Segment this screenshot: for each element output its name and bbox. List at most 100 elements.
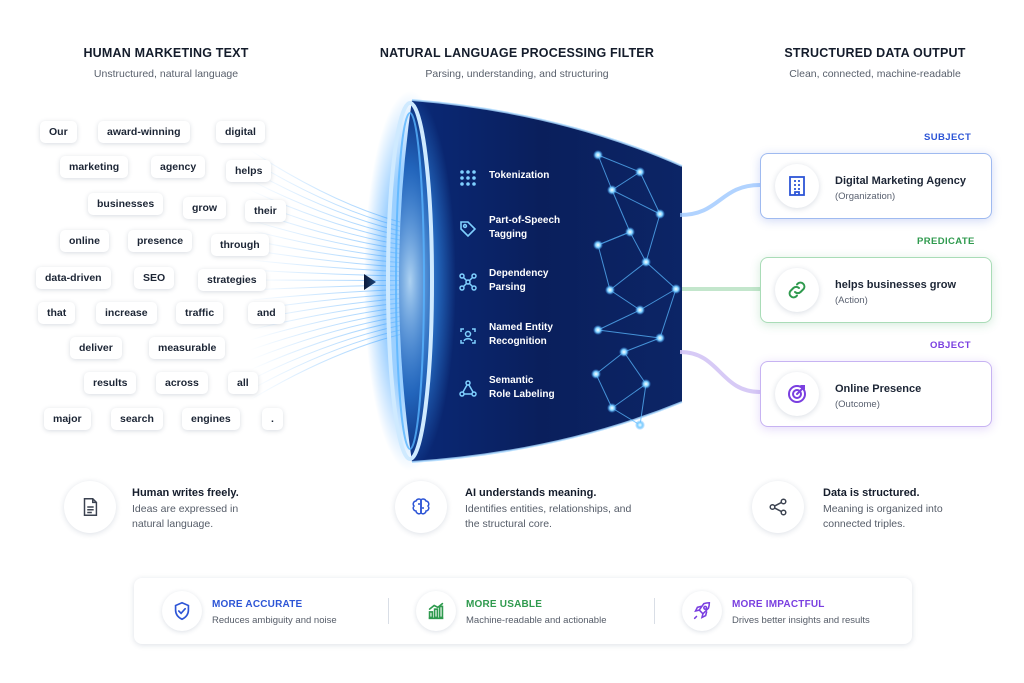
shield-check-icon [162,591,202,631]
network-node [607,185,617,195]
network-edge [639,383,647,426]
benefit-1-subtitle: Reduces ambiguity and noise [212,615,337,626]
word-chip: search [111,408,163,430]
network-node [671,284,681,294]
word-chip: SEO [134,267,175,289]
network-edge [611,383,647,409]
network-node [655,209,665,219]
object-card: Online Presence (Outcome) [760,361,992,427]
filter-step-label-line2: Tagging [489,229,528,240]
filter-step-label: Semantic [489,375,534,386]
network-node [619,347,629,357]
filter-step-label: Named Entity [489,322,553,333]
brain-icon [395,481,447,533]
network-edge [609,261,647,291]
network-nodes [591,150,681,430]
benefit-divider [388,598,389,624]
network-edge [597,154,613,191]
subject-role-label: SUBJECT [924,132,972,143]
word-chip: that [38,302,76,324]
filter-step-label-line2: Recognition [489,336,547,347]
explanation-1-text: Ideas are expressed in natural language. [132,503,239,530]
explanation-1-title: Human writes freely. [132,487,239,499]
network-edge [597,154,641,173]
benefit-3-title: MORE IMPACTFUL [732,599,825,610]
network-node [641,257,651,267]
network-icon [458,272,478,292]
explanation-2-text: Identifies entities, relationships, and … [465,503,632,530]
network-edge [611,189,631,233]
predicate-type: (Action) [835,295,868,306]
link-icon [775,268,819,312]
word-chip: through [211,234,269,256]
network-node [593,150,603,160]
word-chip: engines [182,408,240,430]
network-edge [659,288,677,339]
network-edge [597,231,631,246]
benefit-2-title: MORE USABLE [466,599,543,610]
filter-step-label-line2: Parsing [489,282,526,293]
network-edge [611,189,661,215]
filter-step-label: Part-of-Speech [489,215,561,226]
explanation-3-text: Meaning is organized into connected trip… [823,503,943,530]
network-edge [611,407,641,426]
network-edge [597,329,661,339]
funnel-mouth-ring [386,101,434,461]
word-chip: Our [40,121,77,143]
word-chip: strategies [198,269,266,291]
filter-step-label-line2: Role Labeling [489,389,555,400]
benefit-3-subtitle: Drives better insights and results [732,615,870,626]
network-edge [639,288,677,311]
right-column-subtitle: Clean, connected, machine-readable [789,68,961,80]
network-edge [645,261,677,290]
word-chip: measurable [149,337,226,359]
filter-step-label: Tokenization [489,170,550,181]
subject-type: (Organization) [835,191,896,202]
network-node [605,285,615,295]
subject-text: Digital Marketing Agency [835,175,967,187]
network-edges [595,154,677,426]
word-chip: data-driven [36,267,111,289]
network-edge [623,351,647,385]
right-column-title: STRUCTURED DATA OUTPUT [784,46,966,60]
predicate-text: helps businesses grow [835,279,957,291]
network-edge [623,337,661,353]
subject-card: Digital Marketing Agency (Organization) [760,153,992,219]
network-edge [595,351,625,375]
benefit-2-subtitle: Machine-readable and actionable [466,615,607,626]
document-icon [64,481,116,533]
word-chip: and [248,302,285,324]
left-column-subtitle: Unstructured, natural language [93,68,239,80]
word-chip: . [262,408,283,430]
share-nodes-icon [458,379,478,399]
word-chip: grow [183,197,227,219]
predicate-card: helps businesses grow (Action) [760,257,992,323]
word-chip: helps [226,160,272,182]
word-chip: results [84,372,137,394]
id-card-icon [458,326,478,346]
word-chip: agency [151,156,206,178]
word-chip: businesses [88,193,164,215]
word-chip: all [228,372,258,394]
word-chip: deliver [70,337,122,359]
word-chip: online [60,230,109,252]
word-chip: presence [128,230,193,252]
benefit-1-title: MORE ACCURATE [212,599,303,610]
network-node [591,369,601,379]
word-chip: digital [216,121,265,143]
network-node [625,227,635,237]
object-type: (Outcome) [835,399,880,410]
rocket-icon [682,591,722,631]
network-edge [645,213,661,263]
target-icon [775,372,819,416]
word-chip: award-winning [98,121,190,143]
middle-column-subtitle: Parsing, understanding, and structuring [425,68,609,80]
explanation-3-title: Data is structured. [823,487,920,499]
filter-step-label: Dependency [489,268,549,279]
explanation-2-title: AI understands meaning. [465,487,597,499]
network-node [593,240,603,250]
benefit-divider [654,598,655,624]
grid-dots-icon [458,168,478,188]
network-node [635,420,645,430]
word-chip: major [44,408,91,430]
